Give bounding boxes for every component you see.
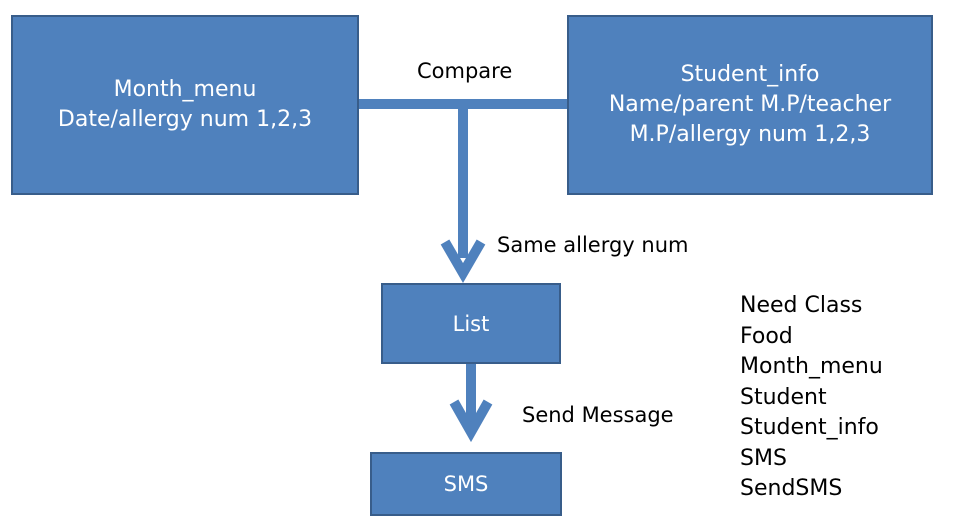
sms-label: SMS	[443, 472, 489, 496]
compare-label: Compare	[417, 59, 513, 83]
need-class-item: SendSMS	[740, 476, 843, 501]
sms-box: SMS	[370, 452, 562, 516]
same-allergy-label: Same allergy num	[497, 233, 689, 257]
arrowhead-to-sms-icon	[449, 399, 493, 443]
list-label: List	[452, 311, 490, 336]
student-info-title: Student_info	[680, 62, 820, 87]
student-info-detail-1: Name/parent M.P/teacher	[608, 92, 892, 117]
student-info-detail-2: M.P/allergy num 1,2,3	[629, 122, 871, 147]
need-class-list: Need Class Food Month_menu Student Stude…	[740, 291, 883, 505]
month-menu-detail: Date/allergy num 1,2,3	[57, 107, 313, 132]
month-menu-title: Month_menu	[113, 77, 257, 102]
send-message-label: Send Message	[522, 403, 674, 427]
arrowhead-to-list-icon	[440, 239, 486, 283]
need-class-item: Food	[740, 323, 793, 349]
need-class-item: Month_menu	[740, 354, 883, 379]
need-class-item: Student_info	[740, 415, 879, 440]
list-box: List	[381, 283, 561, 364]
need-class-item: Student	[740, 384, 827, 410]
student-info-box: Student_info Name/parent M.P/teacher M.P…	[567, 15, 933, 195]
month-menu-box: Month_menu Date/allergy num 1,2,3	[11, 15, 359, 195]
need-class-item: SMS	[740, 445, 787, 471]
need-class-heading: Need Class	[740, 293, 863, 318]
